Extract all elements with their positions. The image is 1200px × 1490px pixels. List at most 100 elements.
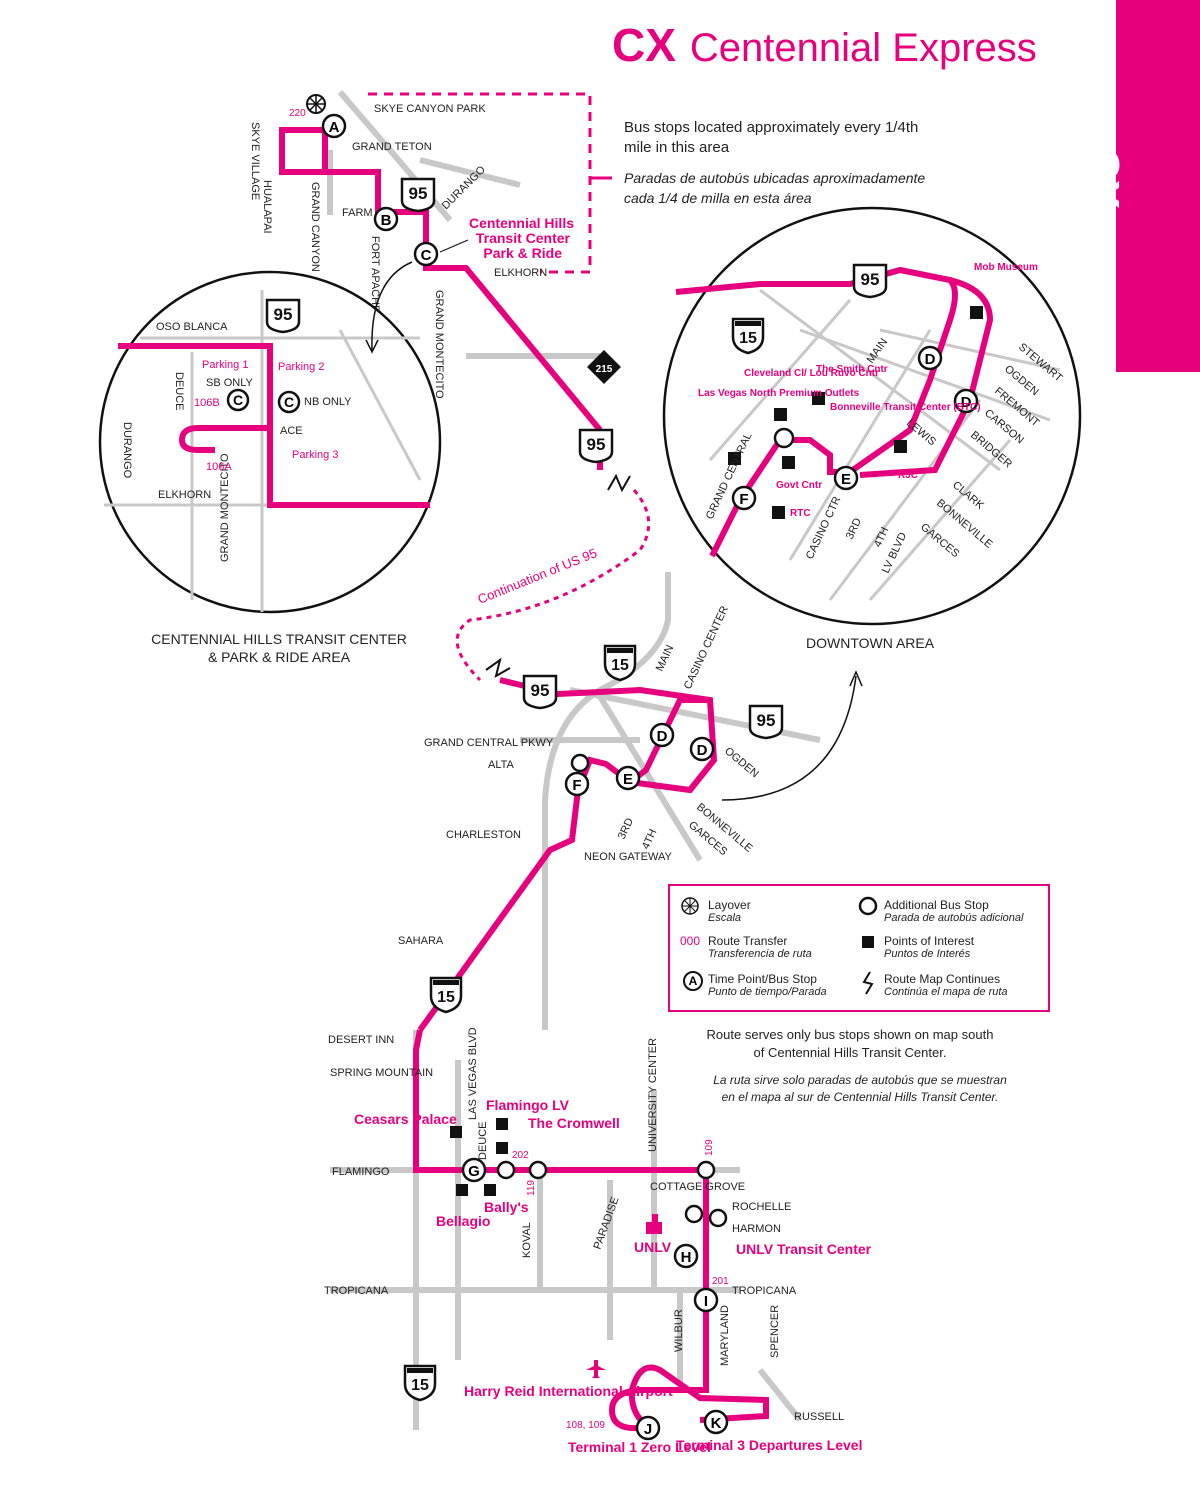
- legend-transfer-es: Transferencia de ruta: [708, 948, 812, 960]
- svg-text:GRAND CANYON: GRAND CANYON: [309, 182, 321, 272]
- svg-text:4TH: 4TH: [640, 827, 660, 851]
- svg-text:OGDEN: OGDEN: [722, 745, 761, 780]
- us95-shield-mid: [522, 674, 558, 710]
- svg-text:SPRING MOUNTAIN: SPRING MOUNTAIN: [330, 1067, 433, 1079]
- svg-text:Centennial Hills: Centennial Hills: [469, 215, 574, 231]
- svg-text:Terminal 1 Zero Level: Terminal 1 Zero Level: [568, 1439, 711, 1455]
- svg-text:106B: 106B: [194, 397, 220, 409]
- legend-continues-es: Continúa el mapa de ruta: [884, 986, 1008, 998]
- svg-text:DEUCE: DEUCE: [477, 1121, 489, 1160]
- svg-text:D: D: [697, 742, 708, 759]
- legend-additional-label: Additional Bus Stop: [884, 898, 989, 912]
- svg-text:E: E: [841, 471, 851, 488]
- svg-text:UNLV Transit Center: UNLV Transit Center: [736, 1241, 872, 1257]
- svg-text:Harry Reid International Airpo: Harry Reid International Airport: [464, 1383, 673, 1399]
- svg-text:SKYE VILLAGE: SKYE VILLAGE: [249, 122, 261, 200]
- svg-text:Govt Cntr: Govt Cntr: [776, 480, 822, 491]
- svg-text:Flamingo LV: Flamingo LV: [486, 1097, 570, 1113]
- legend-layover-es: Escala: [708, 912, 742, 924]
- timepoint-a: A: [321, 113, 347, 139]
- svg-text:F: F: [739, 491, 748, 508]
- svg-text:Las Vegas North Premium Outlet: Las Vegas North Premium Outlets: [698, 388, 860, 399]
- left-inset-caption: CENTENNIAL HILLS TRANSIT CENTER & PARK &…: [151, 631, 407, 665]
- svg-text:DEUCE: DEUCE: [173, 372, 185, 411]
- svg-text:Mob Museum: Mob Museum: [974, 262, 1038, 273]
- svg-text:HUALAPAI: HUALAPAI: [261, 180, 273, 234]
- timepoint-icon: A: [683, 971, 703, 991]
- svg-text:106A: 106A: [206, 461, 232, 473]
- svg-text:J: J: [644, 1421, 652, 1438]
- svg-text:FARM: FARM: [342, 207, 373, 219]
- legend-timepoint-label: Time Point/Bus Stop: [708, 972, 817, 986]
- svg-text:C: C: [233, 392, 243, 408]
- svg-text:201: 201: [712, 1276, 729, 1287]
- svg-text:UNLV: UNLV: [634, 1239, 672, 1255]
- south-note-en: Route serves only bus stops shown on map…: [706, 1027, 994, 1060]
- svg-text:A: A: [329, 119, 340, 136]
- svg-text:ROCHELLE: ROCHELLE: [732, 1201, 791, 1213]
- legend-additional-es: Parada de autobús adicional: [884, 912, 1024, 924]
- svg-text:MARYLAND: MARYLAND: [719, 1305, 731, 1366]
- svg-text:KOVAL: KOVAL: [521, 1222, 533, 1258]
- route-continues-icon: [607, 473, 631, 493]
- stops-note-en: Bus stops located approximately every 1/…: [624, 119, 919, 156]
- svg-text:UNIVERSITY CENTER: UNIVERSITY CENTER: [647, 1038, 659, 1152]
- svg-text:119: 119: [526, 1180, 537, 1196]
- svg-text:GRAND CENTRAL PKWY: GRAND CENTRAL PKWY: [424, 737, 554, 749]
- svg-text:Parking 2: Parking 2: [278, 361, 324, 373]
- svg-text:109: 109: [704, 1139, 715, 1156]
- svg-text:DESERT INN: DESERT INN: [328, 1034, 394, 1046]
- i15-shield-mid: [603, 644, 637, 682]
- svg-text:SKYE CANYON PARK: SKYE CANYON PARK: [374, 103, 486, 115]
- svg-text:Ceasars Palace: Ceasars Palace: [354, 1111, 457, 1127]
- svg-text:HARMON: HARMON: [732, 1223, 781, 1235]
- transfer-220: 220: [289, 108, 306, 119]
- svg-text:Bellagio: Bellagio: [436, 1213, 490, 1229]
- svg-text:K: K: [711, 1415, 722, 1432]
- svg-text:C: C: [421, 247, 432, 264]
- cc215-shield: 215: [587, 350, 621, 384]
- svg-text:108, 109: 108, 109: [566, 1420, 605, 1431]
- svg-text:G: G: [468, 1163, 480, 1180]
- svg-text:C: C: [284, 394, 294, 410]
- legend-transfer-code: 000: [680, 934, 701, 948]
- svg-text:RUSSELL: RUSSELL: [794, 1411, 844, 1423]
- svg-text:Transit Center: Transit Center: [476, 230, 571, 246]
- svg-text:PARADISE: PARADISE: [592, 1195, 622, 1251]
- svg-text:ELKHORN: ELKHORN: [494, 267, 547, 279]
- svg-text:TROPICANA: TROPICANA: [732, 1285, 797, 1297]
- unlv-building-icon: [646, 1214, 662, 1234]
- us95-shield-east: [748, 704, 784, 740]
- svg-text:TROPICANA: TROPICANA: [324, 1285, 389, 1297]
- svg-text:Cleveland Cl/ Lou Ruvo Cntr: Cleveland Cl/ Lou Ruvo Cntr: [744, 368, 879, 379]
- svg-text:FORT APACHE: FORT APACHE: [369, 236, 381, 312]
- svg-text:Park & Ride: Park & Ride: [483, 245, 562, 261]
- svg-text:215: 215: [596, 364, 613, 375]
- svg-text:GRAND MONTECITO: GRAND MONTECITO: [219, 453, 231, 562]
- us95-shield-top: [400, 177, 436, 213]
- svg-text:RTC: RTC: [790, 508, 811, 519]
- legend-poi-label: Points of Interest: [884, 934, 975, 948]
- svg-text:DOWNTOWN AREA: DOWNTOWN AREA: [806, 635, 935, 651]
- svg-text:SPENCER: SPENCER: [769, 1305, 781, 1358]
- svg-text:E: E: [623, 771, 633, 788]
- svg-text:CHARLESTON: CHARLESTON: [446, 829, 521, 841]
- svg-text:D: D: [925, 351, 936, 368]
- svg-text:The Cromwell: The Cromwell: [528, 1115, 620, 1131]
- legend-poi-es: Puntos de Interés: [884, 948, 971, 960]
- svg-text:LAS VEGAS BLVD: LAS VEGAS BLVD: [467, 1027, 479, 1120]
- layover-wheel-icon: [306, 94, 326, 114]
- i15-shield-sahara: [429, 976, 463, 1014]
- svg-text:WILBUR: WILBUR: [673, 1309, 685, 1352]
- svg-text:Parking 3: Parking 3: [292, 449, 338, 461]
- svg-text:GRAND MONTECITO: GRAND MONTECITO: [433, 290, 445, 399]
- stop-area-dashed-box: [368, 92, 592, 274]
- layover-wheel-icon: [681, 897, 699, 915]
- svg-text:ELKHORN: ELKHORN: [158, 489, 211, 501]
- stops-note-es: Paradas de autobús ubicadas aproximadame…: [624, 170, 926, 206]
- legend-continues-label: Route Map Continues: [884, 972, 1001, 986]
- svg-text:Bally's: Bally's: [484, 1199, 529, 1215]
- svg-text:I: I: [704, 1293, 708, 1310]
